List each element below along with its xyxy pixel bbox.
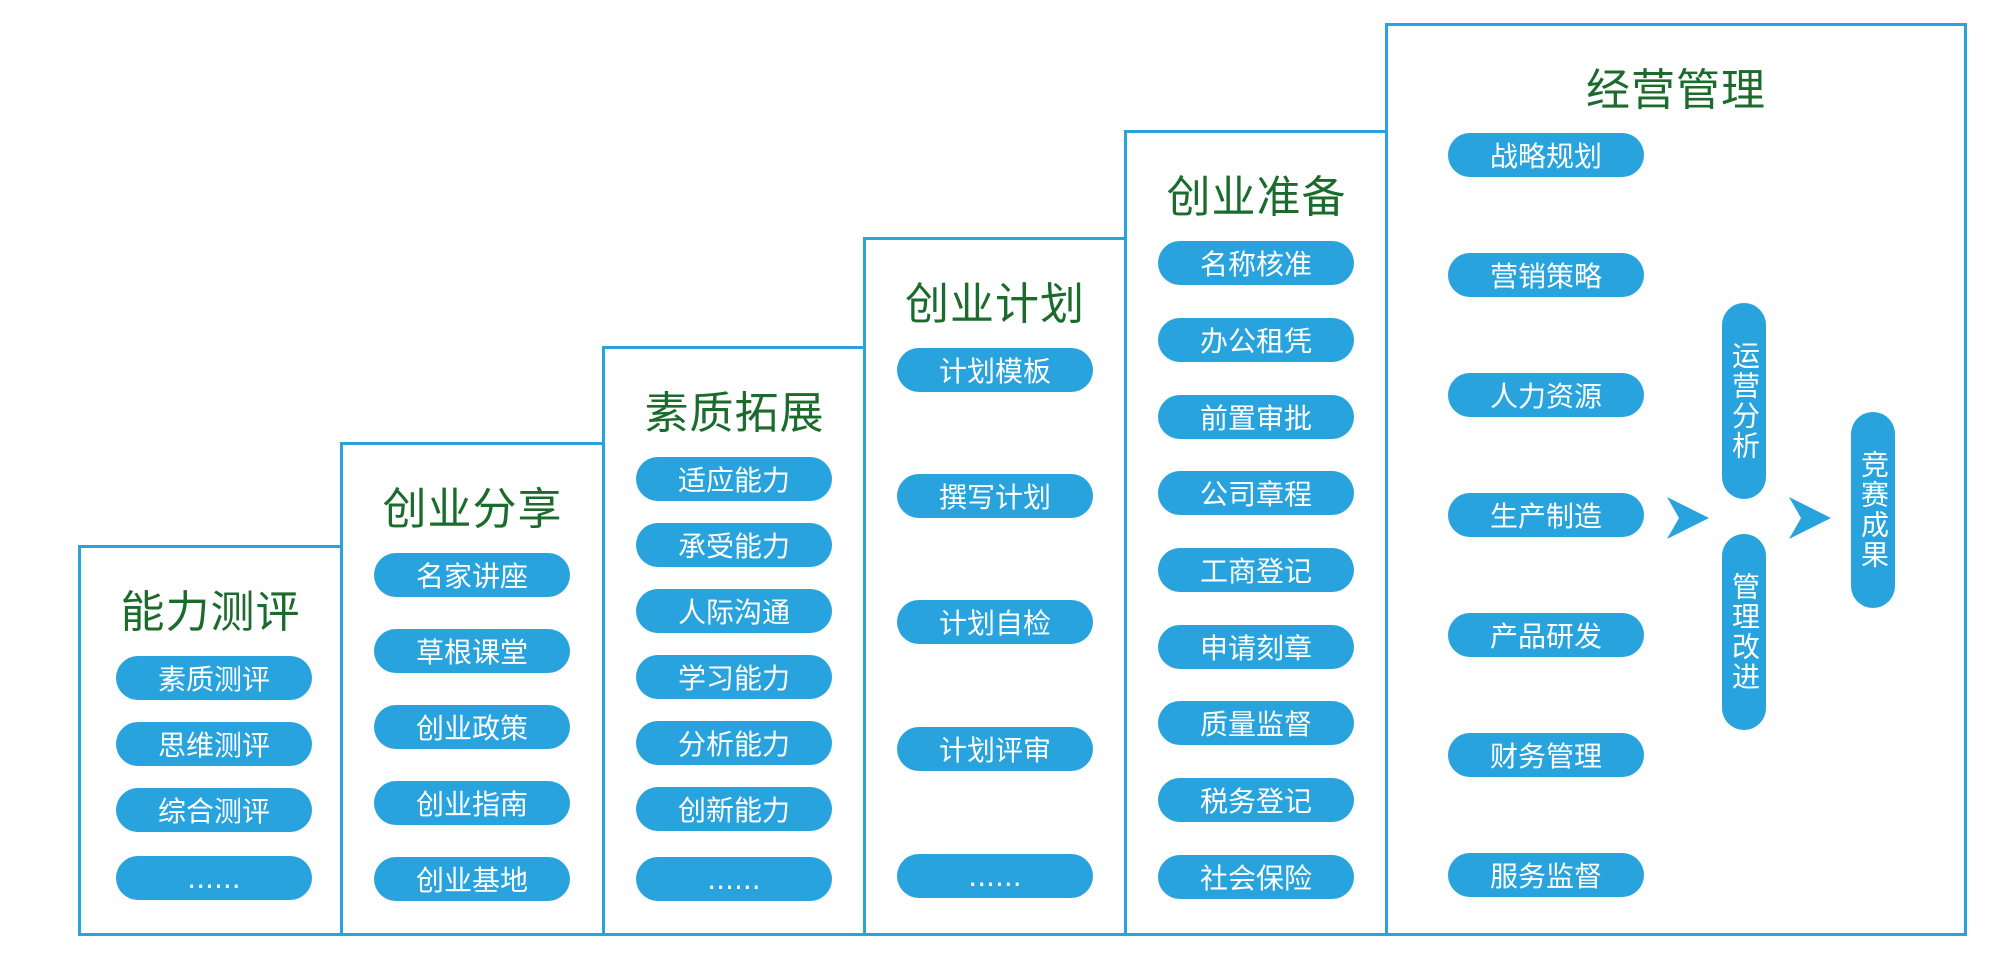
item-pill: 名家讲座 [374,553,570,597]
column-title: 创业准备 [1166,172,1347,223]
item-pill: 申请刻章 [1158,625,1354,669]
column-title: 能力测评 [120,587,301,638]
item-pill: 人力资源 [1448,373,1644,417]
item-pill: 办公租凭 [1158,318,1354,362]
item-pill: 综合测评 [116,788,312,832]
arrow-right-icon [1667,497,1709,539]
item-pill: 公司章程 [1158,471,1354,515]
column-startup-preparation: 创业准备 名称核准 办公租凭 前置审批 公司章程 工商登记 申请刻章 质量监督 … [1124,130,1389,936]
item-pill: 财务管理 [1448,733,1644,777]
item-pill: 分析能力 [636,721,832,765]
item-pill: ...... [116,856,312,900]
column-business-management: 经营管理 战略规划 营销策略 人力资源 生产制造 产品研发 财务管理 服务监督 … [1385,23,1967,936]
arrow-right-icon [1789,497,1831,539]
item-pill: 前置审批 [1158,395,1354,439]
operation-analysis-pill: 运营分析 [1722,303,1766,499]
column-title: 经营管理 [1586,65,1766,116]
item-pill: 服务监督 [1448,853,1644,897]
item-pill: 撰写计划 [897,474,1093,518]
item-pill: 思维测评 [116,722,312,766]
item-pill: 创业基地 [374,857,570,901]
item-pill: 营销策略 [1448,253,1644,297]
item-pill: 战略规划 [1448,133,1644,177]
management-improvement-pill: 管理改进 [1722,534,1766,730]
column-business-plan: 创业计划 计划模板 撰写计划 计划自检 计划评审 ...... [863,237,1127,936]
item-pill: 计划模板 [897,348,1093,392]
column-entrepreneurship-sharing: 创业分享 名家讲座 草根课堂 创业政策 创业指南 创业基地 [340,442,605,936]
column-quality-development: 素质拓展 适应能力 承受能力 人际沟通 学习能力 分析能力 创新能力 .....… [602,346,867,936]
item-pill: 计划自检 [897,600,1093,644]
item-pill: 草根课堂 [374,629,570,673]
item-pill: 税务登记 [1158,778,1354,822]
item-pill: 质量监督 [1158,701,1354,745]
item-pill: 创新能力 [636,787,832,831]
competition-result-pill: 竞赛成果 [1851,412,1895,608]
item-pill: 人际沟通 [636,589,832,633]
item-pill: ...... [636,857,832,901]
item-pill: 计划评审 [897,727,1093,771]
column-ability-assessment: 能力测评 素质测评 思维测评 综合测评 ...... [78,545,343,936]
item-pill: 承受能力 [636,523,832,567]
item-pill: ...... [897,854,1093,898]
item-pill: 创业政策 [374,705,570,749]
item-pill: 工商登记 [1158,548,1354,592]
column-title: 素质拓展 [644,388,825,439]
item-pill: 适应能力 [636,457,832,501]
column-title: 创业分享 [382,484,563,535]
item-pill: 社会保险 [1158,855,1354,899]
item-pill: 素质测评 [116,656,312,700]
item-pill: 学习能力 [636,655,832,699]
item-pill: 产品研发 [1448,613,1644,657]
item-pill: 名称核准 [1158,241,1354,285]
item-pill: 创业指南 [374,781,570,825]
column-title: 创业计划 [905,279,1085,330]
item-pill: 生产制造 [1448,493,1644,537]
